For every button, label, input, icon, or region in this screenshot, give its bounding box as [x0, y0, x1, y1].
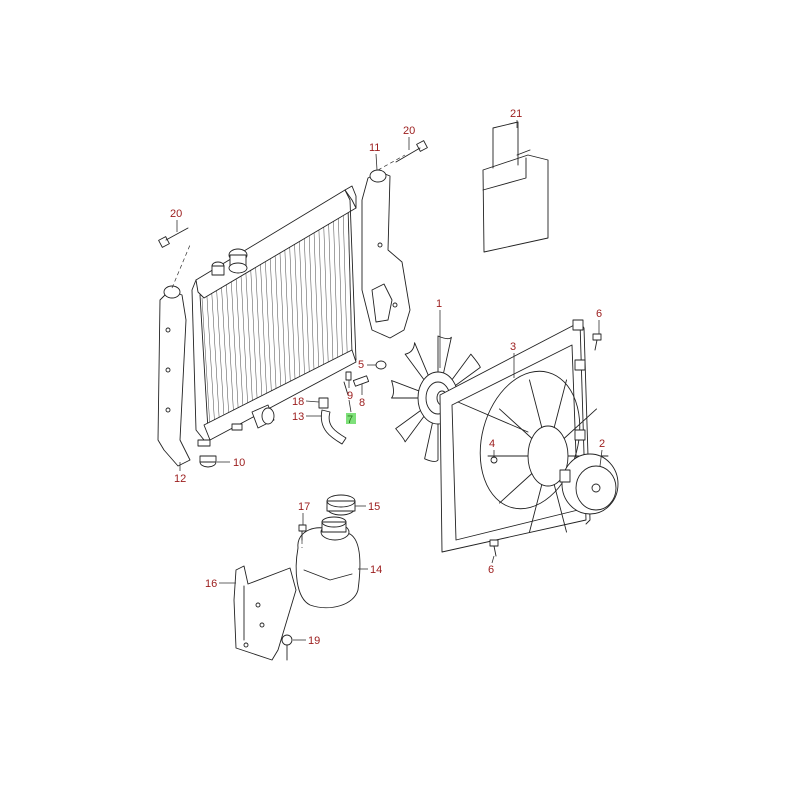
coolant-reservoir [295, 516, 361, 609]
callout-4: 4 [489, 438, 495, 450]
callout-6-top: 6 [596, 308, 602, 320]
callout-9: 9 [347, 390, 353, 402]
callout-17: 17 [298, 501, 310, 513]
callout-1: 1 [436, 298, 442, 310]
callout-21: 21 [510, 108, 522, 120]
grommet-5 [375, 360, 387, 370]
sensor-7-8-9 [343, 371, 370, 396]
screw-6-bottom [489, 539, 499, 557]
reservoir-cap-15 [326, 494, 356, 516]
callout-10: 10 [233, 457, 245, 469]
bolt-20-left [158, 227, 189, 248]
callout-2: 2 [599, 438, 605, 450]
callout-12: 12 [174, 473, 186, 485]
hose-13 [320, 409, 347, 445]
radiator [191, 185, 357, 447]
callout-14: 14 [370, 564, 382, 576]
callout-20-right: 20 [403, 125, 415, 137]
fan-motor [559, 453, 619, 515]
radiator-fins [201, 207, 353, 429]
cushion-10 [199, 455, 217, 468]
bolt-19 [281, 634, 293, 661]
callout-19: 19 [308, 635, 320, 647]
callout-5: 5 [358, 359, 364, 371]
screw-17 [298, 524, 307, 541]
control-module-21 [482, 121, 549, 253]
callout-16: 16 [205, 578, 217, 590]
callout-7-highlight [346, 413, 356, 424]
clamp-18 [318, 397, 329, 409]
screw-6-top [592, 333, 602, 351]
radiator-bracket-left [157, 285, 191, 467]
callout-6-bottom: 6 [488, 564, 494, 576]
callout-7: 7 [347, 414, 353, 426]
callout-15: 15 [368, 501, 380, 513]
callout-8: 8 [359, 397, 365, 409]
callout-13: 13 [292, 411, 304, 423]
callout-18: 18 [292, 396, 304, 408]
callout-20-left: 20 [170, 208, 182, 220]
callout-11: 11 [369, 142, 380, 154]
reservoir-bracket-16 [233, 565, 297, 661]
callout-3: 3 [510, 341, 516, 353]
callouts: 1 2 3 4 5 6 6 7 8 9 10 11 1 [170, 108, 605, 647]
fan-shroud [439, 319, 609, 553]
radiator-bracket-right [361, 169, 411, 339]
bolt-20-right [395, 140, 428, 163]
